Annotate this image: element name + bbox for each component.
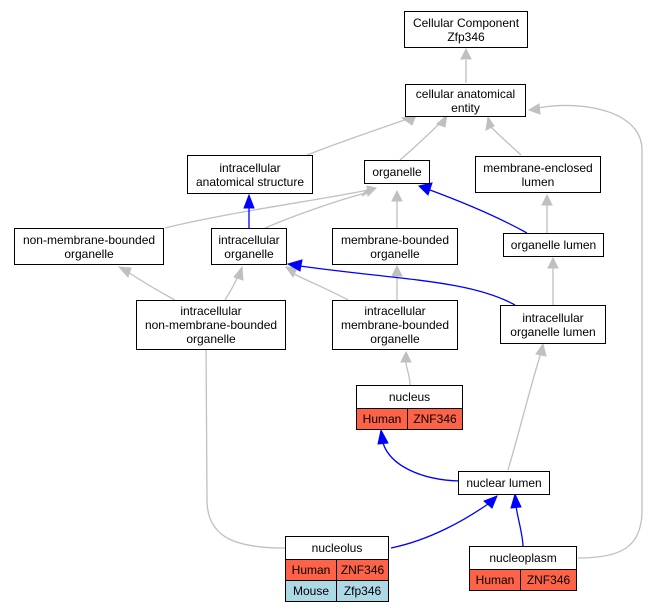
nucleoplasm-row-human: Human ZNF346 xyxy=(470,569,576,590)
arrowhead-nmbo xyxy=(117,266,132,278)
edge-nuclearlumen-iol xyxy=(507,352,542,471)
nucleoplasm-species-cell: Human xyxy=(470,570,520,590)
edge-inmbo-io xyxy=(224,275,239,301)
arrowhead-root xyxy=(460,47,472,60)
nucleus-row-human: Human ZNF346 xyxy=(357,408,462,429)
node-intracellular-non-membrane-bounded-organelle[interactable]: intracellular non-membrane-bounded organ… xyxy=(136,300,286,350)
arrowhead-nuclearlumen-from-nucleolus xyxy=(483,495,498,509)
arrowhead-organelle-from-io xyxy=(361,189,374,197)
nucleus-title: nucleus xyxy=(388,390,431,404)
nucleolus-species-cell-mouse: Mouse xyxy=(286,581,336,601)
node-organelle[interactable]: organelle xyxy=(364,160,430,184)
arrowhead-organelle-from-mbo xyxy=(391,189,403,202)
edge-organelle-cae xyxy=(399,121,442,161)
edge-iol-io xyxy=(299,265,516,306)
arrowhead-nuclearlumen-from-nucleoplasm xyxy=(510,492,522,509)
node-intracellular-membrane-bounded-organelle[interactable]: intracellular membrane-bounded organelle xyxy=(332,300,458,350)
arrowhead-cae-from-mel xyxy=(485,115,495,131)
nucleus-species-cell: Human xyxy=(357,409,407,429)
edge-nuclearlumen-nucleus xyxy=(382,442,461,482)
node-nucleoplasm[interactable]: nucleoplasm Human ZNF346 xyxy=(469,546,577,591)
edge-inmbo-nmbo xyxy=(127,271,176,301)
arrowhead-mbo xyxy=(391,264,403,277)
node-intracellular-anatomical-structure[interactable]: intracellular anatomical structure xyxy=(187,155,313,194)
node-nuclear-lumen[interactable]: nuclear lumen xyxy=(458,471,550,495)
arrowhead-ias xyxy=(243,193,255,209)
arrowhead-cae-from-organelle xyxy=(436,113,448,128)
nucleolus-species-cell-human: Human xyxy=(286,560,336,580)
node-intracellular-organelle[interactable]: intracellular organelle xyxy=(211,228,287,265)
arrowhead-organelle-from-ol xyxy=(418,182,433,196)
edge-ias-cae xyxy=(306,117,411,156)
nucleoplasm-title: nucleoplasm xyxy=(489,551,557,565)
nucleolus-gene-cell-human: ZNF346 xyxy=(336,560,388,580)
node-root-cellular-component[interactable]: Cellular Component Zfp346 xyxy=(404,11,528,48)
node-nucleolus[interactable]: nucleolus Human ZNF346 Mouse Zfp346 xyxy=(285,536,389,602)
edge-nucleoplasm-nuclearlumen xyxy=(515,505,524,548)
arrowhead-imbo xyxy=(400,350,412,363)
arrowhead-iol xyxy=(535,342,547,357)
nucleoplasm-gene-cell: ZNF346 xyxy=(520,570,576,590)
edge-nmbo-organelle xyxy=(164,189,369,229)
edge-io-organelle xyxy=(264,192,366,229)
node-intracellular-organelle-lumen[interactable]: intracellular organelle lumen xyxy=(500,305,606,344)
arrowhead-io-from-imbo xyxy=(284,266,298,279)
arrowhead-ol xyxy=(547,256,559,269)
edge-mel-cae xyxy=(490,126,522,156)
node-non-membrane-bounded-organelle[interactable]: non-membrane-bounded organelle xyxy=(14,228,164,265)
edge-nucleoplasm-cae xyxy=(537,104,643,559)
edge-nucleolus-inmbo xyxy=(205,339,286,549)
edge-imbo-io xyxy=(289,271,349,301)
node-cellular-anatomical-entity[interactable]: cellular anatomical entity xyxy=(405,84,526,117)
nucleus-gene-cell: ZNF346 xyxy=(407,409,462,429)
edge-nucleus-imbo xyxy=(405,361,411,386)
nucleolus-row-human: Human ZNF346 xyxy=(286,559,388,580)
arrowhead-nucleus xyxy=(377,428,389,445)
arrowhead-io-from-inmbo xyxy=(233,265,244,281)
node-membrane-bounded-organelle[interactable]: membrane-bounded organelle xyxy=(332,228,458,265)
node-nucleus[interactable]: nucleus Human ZNF346 xyxy=(356,385,463,430)
nucleolus-row-mouse: Mouse Zfp346 xyxy=(286,580,388,601)
node-organelle-lumen[interactable]: organelle lumen xyxy=(503,233,604,257)
edge-ol-organelle xyxy=(429,189,528,234)
nucleolus-gene-cell-mouse: Zfp346 xyxy=(336,581,388,601)
node-membrane-enclosed-lumen[interactable]: membrane-enclosed lumen xyxy=(475,156,601,193)
edge-nucleolus-nuclearlumen xyxy=(390,503,489,549)
nucleolus-title: nucleolus xyxy=(311,541,363,555)
arrowhead-mel xyxy=(541,193,553,206)
arrowhead-cae-from-nucleoplasm xyxy=(527,103,541,115)
arrowhead-io-from-iol xyxy=(286,259,303,272)
